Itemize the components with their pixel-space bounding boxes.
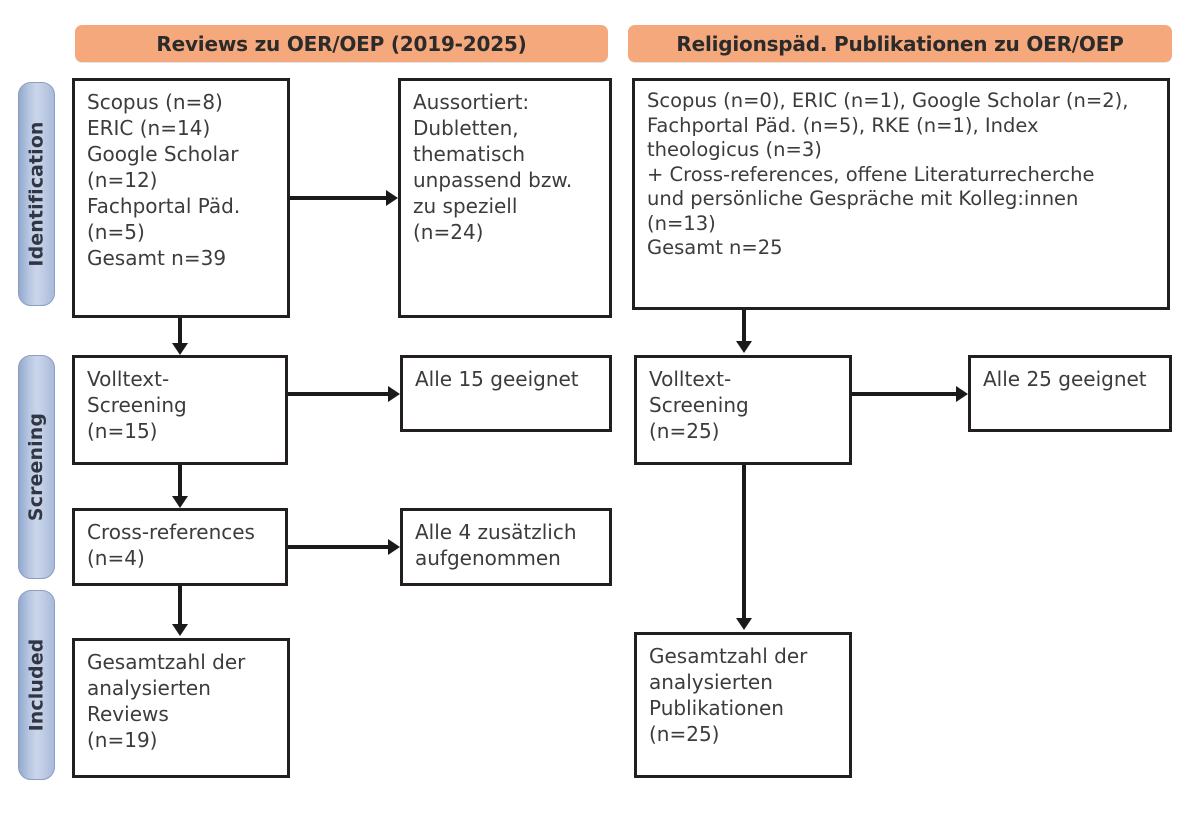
- arrowhead-left-screening-to-cross: [172, 496, 188, 508]
- arrowhead-right-sources-to-screening: [736, 341, 752, 353]
- box-left-cross-references: Cross-references (n=4): [72, 508, 288, 586]
- connector-left-cross-to-included: [178, 586, 182, 626]
- connector-right-sources-to-screening: [742, 310, 746, 343]
- box-left-included-total: Gesamtzahl der analysierten Reviews (n=1…: [72, 638, 290, 778]
- arrowhead-left-cross-to-outcome: [388, 539, 400, 555]
- stage-pill-included: Included: [18, 590, 55, 780]
- connector-left-sources-to-excluded: [290, 196, 386, 200]
- box-left-cross-references-outcome: Alle 4 zusätzlich aufgenommen: [400, 508, 612, 586]
- arrowhead-left-sources-to-excluded: [386, 190, 398, 206]
- stage-pill-screening: Screening: [18, 355, 55, 579]
- arrowhead-right-screening-to-included: [736, 618, 752, 630]
- box-left-identification-sources: Scopus (n=8) ERIC (n=14) Google Scholar …: [72, 78, 290, 318]
- connector-left-cross-to-outcome: [288, 545, 388, 549]
- stage-label-identification: Identification: [25, 121, 48, 267]
- stage-pill-identification: Identification: [18, 82, 55, 306]
- box-left-excluded: Aussortiert: Dubletten, thematisch unpas…: [398, 78, 612, 318]
- box-left-fulltext-screening: Volltext- Screening (n=15): [72, 355, 288, 465]
- stage-label-screening: Screening: [25, 412, 48, 522]
- stage-label-included: Included: [25, 638, 48, 732]
- arrowhead-left-screening-to-outcome: [388, 386, 400, 402]
- connector-left-screening-to-outcome: [288, 392, 388, 396]
- arrowhead-right-screening-to-outcome: [956, 386, 968, 402]
- box-right-included-total: Gesamtzahl der analysierten Publikatione…: [634, 632, 852, 778]
- connector-right-screening-to-outcome: [852, 392, 956, 396]
- arrowhead-left-cross-to-included: [172, 624, 188, 636]
- column-header-reviews: Reviews zu OER/OEP (2019-2025): [75, 25, 608, 62]
- arrowhead-left-sources-to-screening: [172, 343, 188, 355]
- box-right-identification-sources: Scopus (n=0), ERIC (n=1), Google Scholar…: [632, 78, 1170, 310]
- connector-left-screening-to-cross: [178, 465, 182, 498]
- box-right-fulltext-screening: Volltext- Screening (n=25): [634, 355, 852, 465]
- connector-left-sources-to-screening: [178, 318, 182, 345]
- connector-right-screening-to-included: [742, 465, 746, 620]
- box-left-screening-outcome: Alle 15 geeignet: [400, 355, 612, 432]
- column-header-religious-publications: Religionspäd. Publikationen zu OER/OEP: [628, 25, 1172, 62]
- box-right-screening-outcome: Alle 25 geeignet: [968, 355, 1172, 432]
